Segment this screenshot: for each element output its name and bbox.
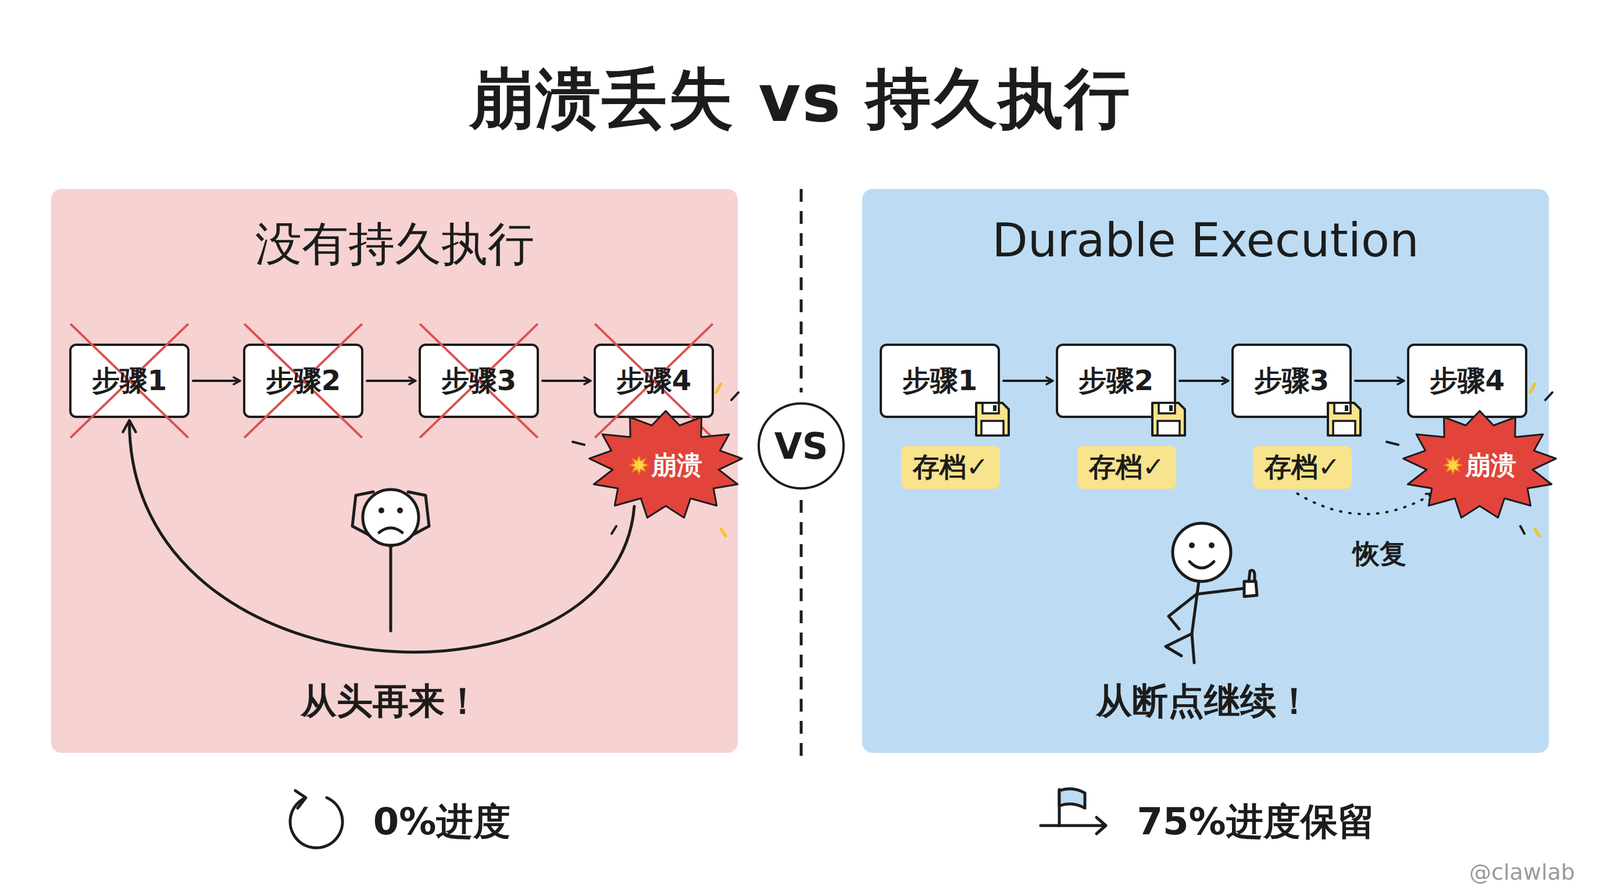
cross-stroke	[419, 323, 538, 438]
step-box: 步骤3	[418, 343, 539, 419]
happy-face-eyes	[1188, 542, 1215, 549]
panel: Durable Execution 步骤1 步骤2 步骤3 步骤4 存档✓ 存档✓ 存档✓ 崩溃	[862, 188, 1549, 753]
node-label: 存档✓	[1264, 449, 1341, 486]
node-label: 存档✓	[912, 449, 989, 486]
note-text: 从头再来！	[300, 676, 481, 726]
node-label: 步骤4	[616, 362, 692, 400]
flow-arrow	[1003, 379, 1053, 382]
node-label: 步骤3	[1254, 362, 1330, 400]
flow-arrow	[1355, 379, 1404, 382]
boom-shape	[1443, 455, 1463, 475]
node-label: 步骤1	[902, 362, 978, 400]
panel-heading: Durable Execution	[862, 188, 1549, 268]
panel: 没有持久执行步骤1 步骤2 步骤3 步骤4 崩溃	[51, 188, 738, 753]
dotted-arrow	[1297, 493, 1434, 514]
step-box: 步骤2	[1055, 343, 1177, 419]
progress-text: 0%进度	[373, 796, 512, 848]
cross-stroke	[419, 323, 538, 438]
step-box: 步骤1	[879, 343, 1000, 419]
restart-icon	[290, 790, 343, 848]
flow-arrow	[193, 379, 240, 382]
flow-arrow	[366, 379, 416, 382]
vs-circle: VS	[757, 402, 845, 490]
burst-outline	[589, 411, 743, 519]
cross-stroke	[244, 323, 363, 438]
step-box: 步骤3	[1231, 343, 1352, 419]
cross-stroke	[70, 323, 189, 438]
save-tag: 存档✓	[1252, 445, 1352, 489]
note-text: 从断点继续！	[1095, 676, 1313, 726]
flag-progress-icon	[1040, 788, 1106, 834]
node-label: 步骤2	[265, 362, 341, 400]
flow-arrow	[542, 379, 591, 382]
node-label: 步骤3	[441, 362, 517, 400]
sad-face-eyes	[378, 507, 403, 514]
boom-icon	[1443, 455, 1463, 475]
save-tag: 存档✓	[901, 445, 1000, 489]
diagram-title: 崩溃丢失 vs 持久执行	[0, 55, 1600, 144]
step-box: 步骤4	[593, 343, 714, 419]
watermark: @clawlab	[1469, 859, 1575, 885]
node-label: 步骤1	[91, 362, 167, 400]
cross-stroke	[70, 323, 189, 438]
boom-icon	[629, 455, 649, 475]
restart-arrow	[129, 421, 635, 653]
panel-heading: 没有持久执行	[51, 188, 738, 277]
crash-burst: 崩溃	[587, 409, 745, 521]
node-label: 存档✓	[1088, 449, 1166, 486]
step-box: 步骤1	[69, 343, 190, 419]
crash-burst: 崩溃	[1401, 409, 1559, 521]
step-box: 步骤2	[243, 343, 364, 419]
node-label: 步骤2	[1078, 362, 1154, 400]
sad-stick-figure	[352, 489, 430, 631]
step-box: 步骤4	[1406, 343, 1528, 419]
boom-shape	[629, 455, 649, 475]
progress-text: 75%进度保留	[1136, 796, 1375, 848]
save-tag: 存档✓	[1077, 445, 1177, 489]
node-label: 崩溃	[1465, 448, 1517, 483]
burst-outline	[1403, 411, 1557, 519]
flow-arrow	[1179, 379, 1228, 382]
node-label: 崩溃	[651, 448, 703, 483]
happy-stick-figure	[1165, 523, 1257, 663]
recover-label: 恢复	[1352, 536, 1407, 573]
left-panel-ground	[51, 188, 738, 753]
node-label: VS	[774, 425, 829, 468]
node-label: 步骤4	[1429, 362, 1505, 400]
cross-stroke	[244, 323, 363, 438]
